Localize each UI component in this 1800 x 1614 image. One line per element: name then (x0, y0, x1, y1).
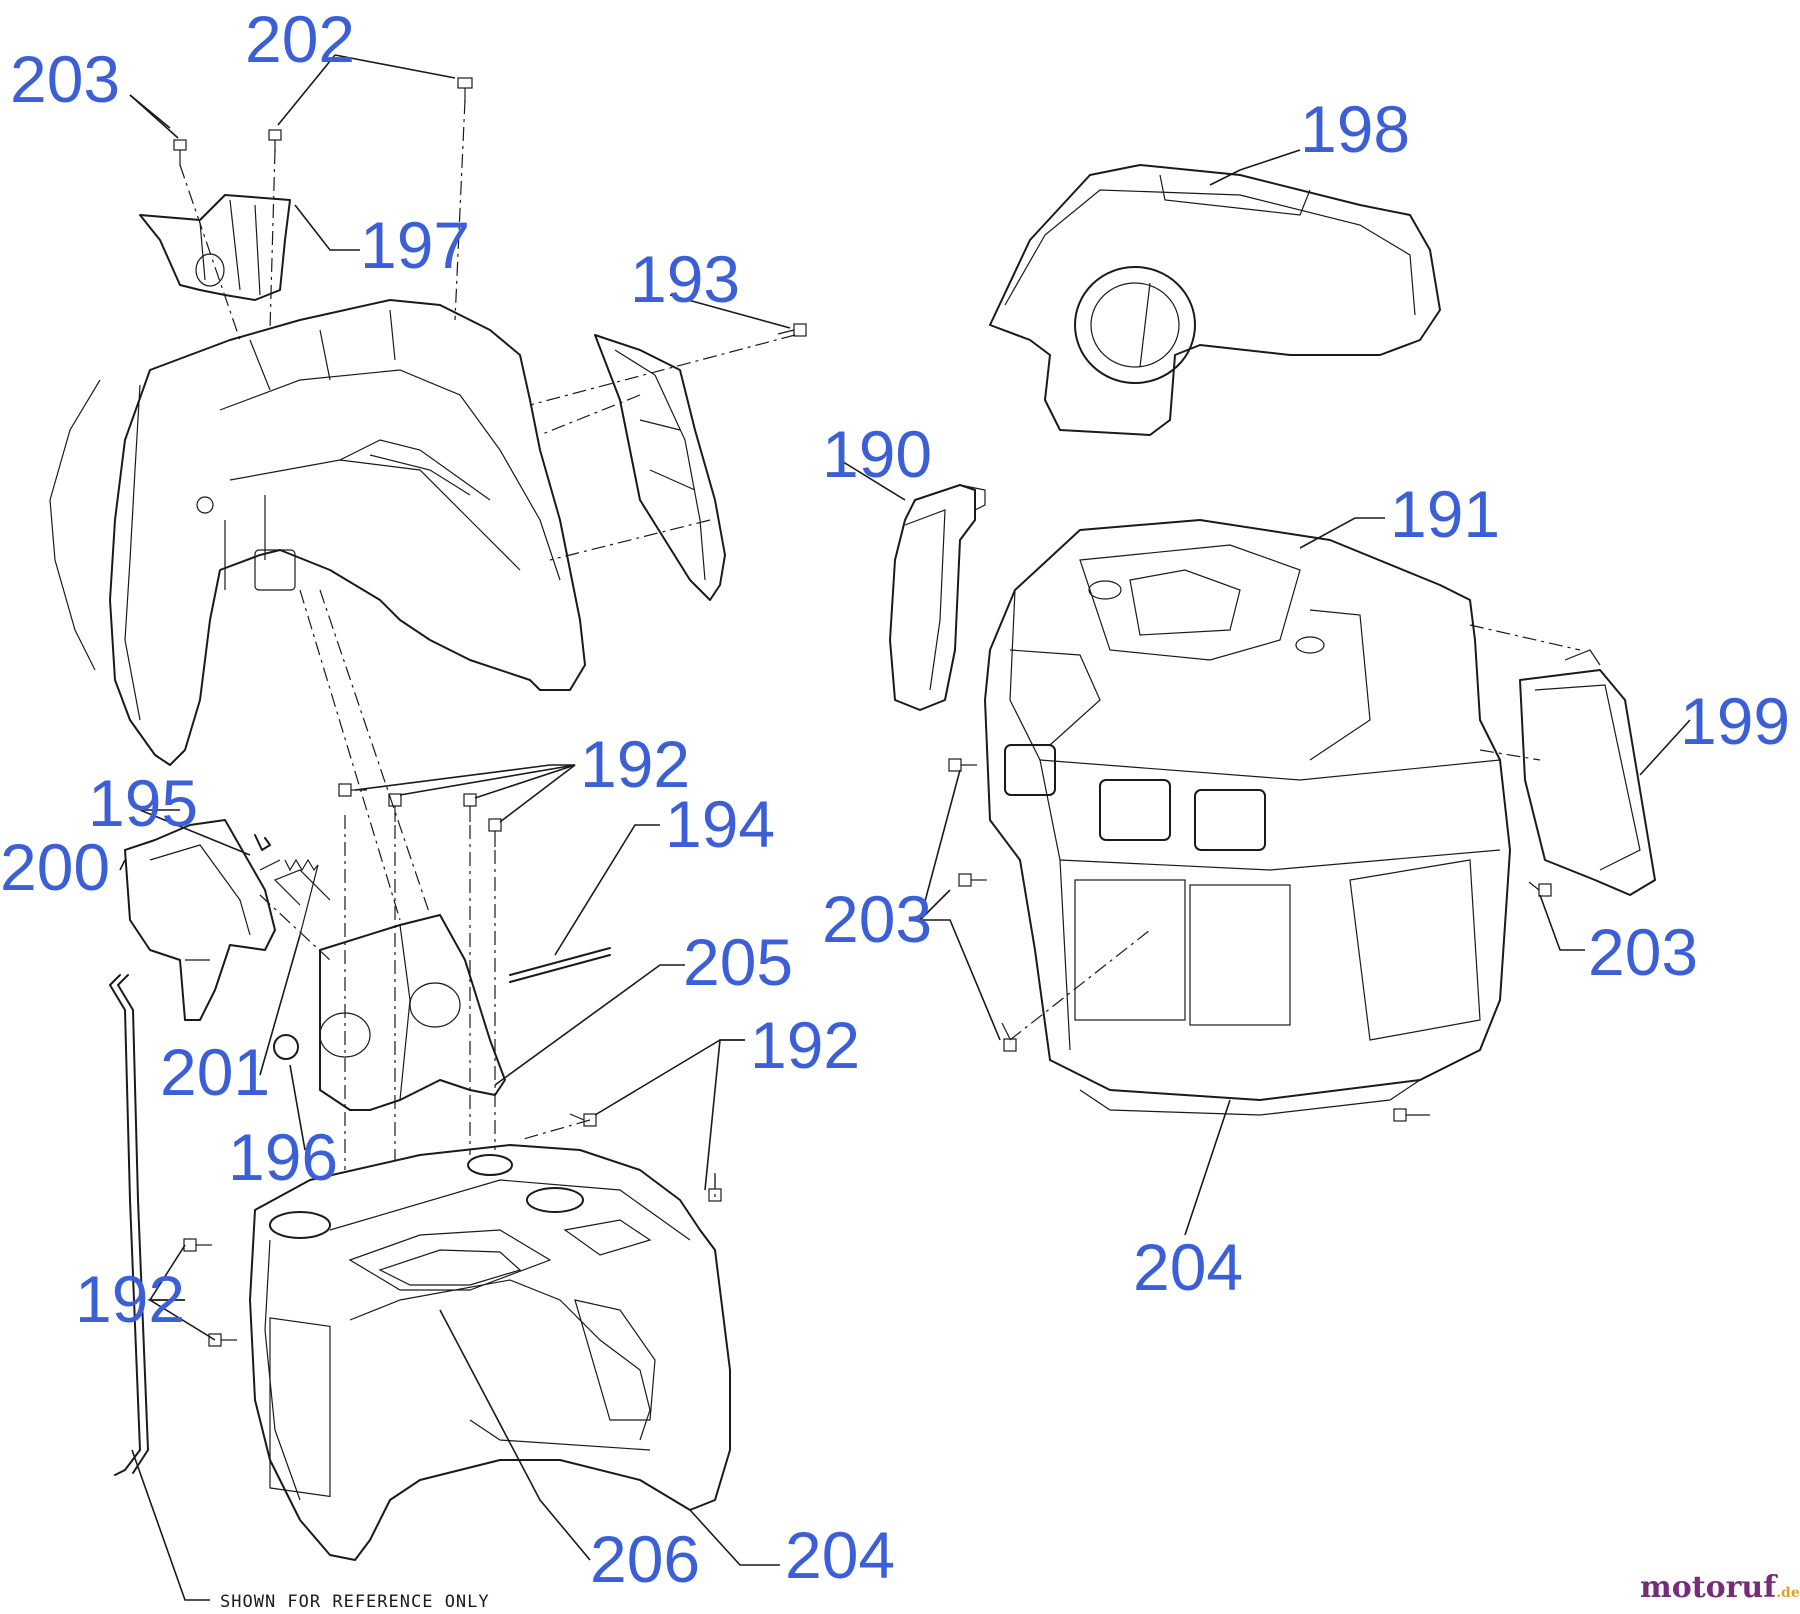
part-204-main-housing (984, 519, 1511, 1116)
logo-main: motoruf (1640, 1570, 1778, 1605)
bolt-icon (388, 793, 402, 822)
bolt-icon (338, 783, 367, 797)
bolt-icon (958, 873, 987, 887)
bolt-icon (268, 129, 282, 152)
callout-199: 199 (1680, 684, 1790, 758)
callout-202: 202 (245, 2, 355, 76)
part-201-spring (259, 858, 319, 936)
bolt-icon (569, 1113, 597, 1127)
bolt-icon (1528, 881, 1552, 897)
callout-191: 191 (1390, 477, 1500, 551)
callout-192: 192 (750, 1008, 860, 1082)
callout-204: 204 (785, 1518, 895, 1592)
callout-204: 204 (1133, 1230, 1243, 1304)
assembly-axes (179, 99, 1581, 1200)
bolt-icon (208, 1333, 237, 1347)
callout-194: 194 (665, 787, 775, 861)
bolt-icon (1001, 1022, 1017, 1052)
callout-190: 190 (822, 417, 932, 491)
callout-198: 198 (1300, 92, 1410, 166)
callout-195: 195 (88, 766, 198, 840)
callout-206: 206 (590, 1522, 700, 1596)
bolt-icon (457, 77, 473, 102)
reference-rod (109, 974, 149, 1476)
part-195-clip (254, 834, 271, 851)
bolt-icon (488, 818, 502, 847)
motoruf-logo: motoruf.de (1640, 1570, 1800, 1605)
part-199-side-trim (1519, 649, 1656, 896)
callout-203: 203 (10, 42, 120, 116)
callout-203: 203 (822, 882, 932, 956)
callout-203: 203 (1588, 915, 1698, 989)
leader-lines (119, 54, 1691, 1601)
callout-197: 197 (360, 208, 470, 282)
callout-196: 196 (228, 1120, 338, 1194)
part-196-washer (273, 1034, 299, 1060)
part-193-trim (594, 334, 726, 601)
callout-192: 192 (580, 727, 690, 801)
part-197-bracket (139, 194, 291, 301)
callout-193: 193 (630, 242, 740, 316)
part-upper-fender (49, 299, 586, 766)
bolt-icon (463, 793, 477, 822)
bolt-icon (183, 1238, 212, 1252)
bolt-icon (777, 323, 807, 337)
part-194-rod (509, 947, 611, 983)
part-190-side-trim (889, 484, 986, 711)
callout-201: 201 (160, 1035, 270, 1109)
callout-205: 205 (683, 925, 793, 999)
bolt-icon (948, 758, 977, 772)
fasteners (173, 77, 1552, 1347)
part-204-lower-base (249, 1144, 731, 1561)
bolt-icon (173, 139, 187, 166)
callout-192: 192 (75, 1262, 185, 1336)
reference-note: SHOWN FOR REFERENCE ONLY (220, 1592, 490, 1612)
logo-suffix: .de (1776, 1585, 1800, 1601)
part-205-center-panel (273, 869, 506, 1111)
callout-200: 200 (0, 830, 110, 904)
svg-text:motoruf.de: motoruf.de (1640, 1570, 1800, 1605)
bolt-icon (1393, 1108, 1430, 1122)
part-200-lever-bracket (124, 819, 276, 1021)
part-198-top-cover (989, 164, 1441, 436)
